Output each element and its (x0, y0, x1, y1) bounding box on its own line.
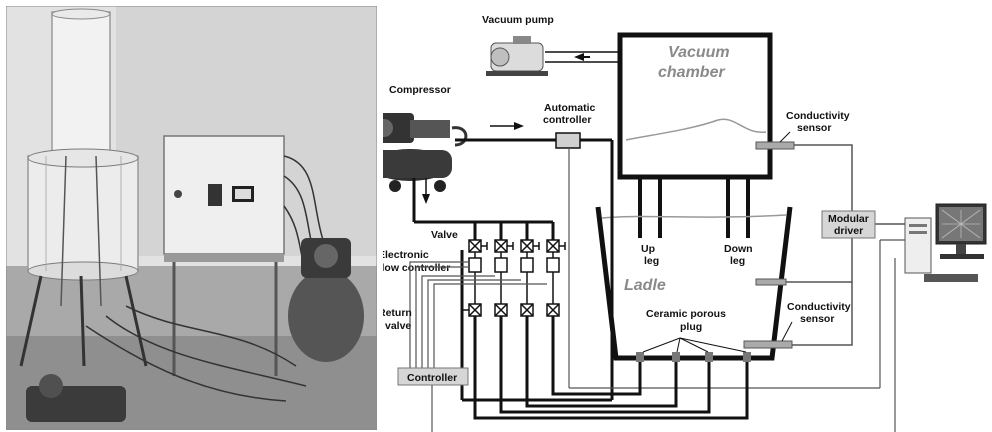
ladle-label: Ladle (624, 277, 666, 294)
arrow-down-icon (422, 194, 430, 204)
conductivity-sensor-mid (755, 278, 787, 286)
compressor-icon (383, 113, 468, 192)
return-valve-row (468, 303, 560, 317)
plug-supply-pipes (473, 316, 749, 420)
control-cabinet (163, 135, 285, 376)
modular-driver-box (821, 210, 876, 239)
conductivity-sensor-top-label-2: sensor (797, 122, 831, 134)
apparatus-photo (6, 6, 377, 430)
down-leg-label: Down (724, 243, 753, 255)
air-lines (412, 138, 614, 402)
compressor-photo (288, 238, 364, 362)
schematic-diagram: Vacuum chamber Ladle Up leg Down leg Vac… (383, 14, 987, 432)
valve-label: Valve (431, 229, 458, 241)
valve-row (468, 239, 566, 253)
vacuum-pump-icon (486, 36, 548, 76)
ceramic-plug-label: Ceramic porous (646, 308, 726, 320)
modular-driver-label: Modular (828, 213, 869, 225)
vacuum-chamber-label-2: chamber (658, 64, 725, 81)
conductivity-sensor-bottom-label: Conductivity (787, 301, 851, 313)
conductivity-sensor-bottom (743, 340, 793, 349)
up-leg-label-2: leg (644, 255, 659, 267)
flow-controller-wires (409, 261, 547, 368)
return-valve-label-2: valve (385, 320, 411, 332)
vacuum-chamber (617, 32, 773, 180)
down-leg-label-2: leg (730, 255, 745, 267)
ceramic-plug-label-2: plug (680, 321, 702, 333)
controller-label: Controller (407, 372, 457, 384)
automatic-controller-box (555, 132, 581, 149)
floor-vacuum-pump (26, 374, 126, 422)
arrow-right-icon (514, 122, 524, 130)
compressor-label: Compressor (389, 84, 451, 96)
conductivity-sensor-bottom-label-2: sensor (800, 313, 834, 325)
electronic-flow-controller-label: Electronic (383, 249, 429, 261)
computer-icon (904, 203, 987, 282)
acrylic-column (27, 8, 139, 307)
vacuum-pump-label: Vacuum pump (482, 14, 554, 26)
arrow-left-icon (574, 53, 584, 61)
conductivity-sensor-top (755, 141, 795, 150)
vacuum-chamber-label: Vacuum (668, 44, 730, 61)
ceramic-porous-plugs (636, 352, 751, 362)
controller-box (397, 367, 469, 386)
up-leg-label: Up (641, 243, 655, 255)
automatic-controller-label: Automatic (544, 102, 595, 114)
up-leg (638, 177, 662, 238)
modular-driver-label-2: driver (834, 225, 863, 237)
return-valve-label: Return (383, 307, 412, 319)
automatic-controller-label-2: controller (543, 114, 591, 126)
tripod-stand (19, 275, 148, 367)
sensor-wires (786, 144, 905, 346)
conductivity-sensor-top-label: Conductivity (786, 110, 850, 122)
flow-controller-row (468, 257, 560, 273)
down-leg (726, 177, 750, 238)
electronic-flow-controller-label-2: flow controller (383, 262, 450, 274)
